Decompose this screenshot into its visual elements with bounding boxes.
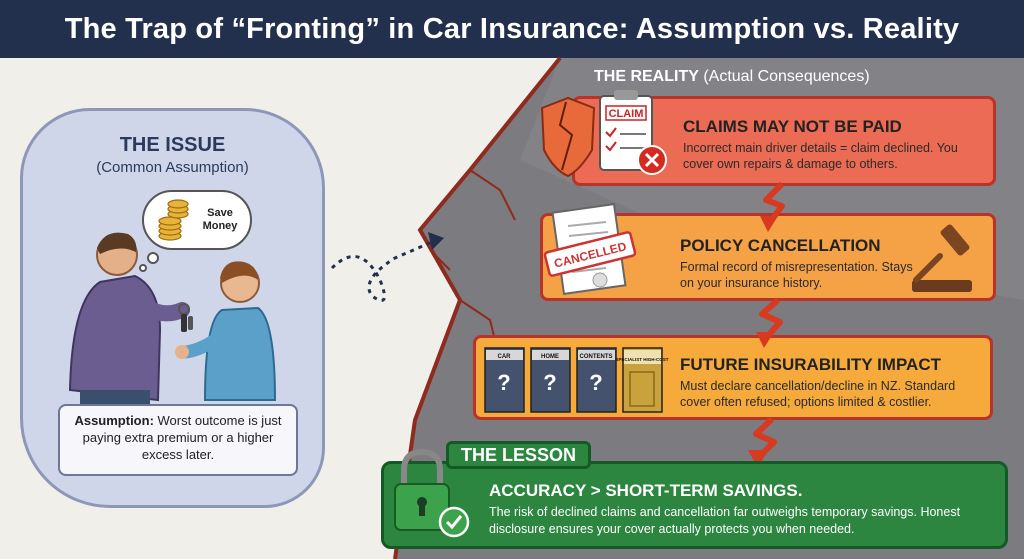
title-bar: The Trap of “Fronting” in Car Insurance:… <box>0 0 1024 58</box>
card-title: FUTURE INSURABILITY IMPACT <box>680 355 941 374</box>
thought-text: Save Money <box>202 207 238 232</box>
card-title: CLAIMS MAY NOT BE PAID <box>683 117 902 136</box>
thought-dot <box>147 252 159 264</box>
assumption-box: Assumption: Worst outcome is just paying… <box>58 404 298 476</box>
card-body: Incorrect main driver details = claim de… <box>683 141 958 171</box>
lesson-tag: THE LESSON <box>446 441 591 469</box>
page-title: The Trap of “Fronting” in Car Insurance:… <box>64 12 960 45</box>
question-mark-icon: ? <box>497 370 510 395</box>
thought-dot <box>139 264 147 272</box>
reality-subtitle: (Actual Consequences) <box>698 68 870 85</box>
claim-badge-text: CLAIM <box>609 108 644 120</box>
card-title: POLICY CANCELLATION <box>680 236 881 255</box>
man-figure <box>68 232 190 404</box>
issue-title: THE ISSUE <box>119 134 226 156</box>
keys-icon <box>178 303 193 332</box>
lesson-body: The risk of declined claims and cancella… <box>489 505 961 536</box>
assumption-text: Worst outcome is just paying extra premi… <box>82 413 282 462</box>
question-mark-icon: ? <box>589 370 602 395</box>
door-label: SPECIALIST HIGH-COST <box>615 357 668 362</box>
assumption-label: Assumption: <box>74 413 154 428</box>
card-body: Formal record of misrepresentation. Stay… <box>680 260 913 290</box>
issue-subtitle: (Common Assumption) <box>96 159 249 176</box>
card-body: Must declare cancellation/decline in NZ.… <box>680 379 956 409</box>
boy-figure <box>175 261 277 401</box>
door-label: CAR <box>498 354 512 360</box>
door-label: CONTENTS <box>580 354 613 360</box>
reality-title: THE REALITY <box>594 68 699 85</box>
question-mark-icon: ? <box>543 370 556 395</box>
door-label: HOME <box>541 354 559 360</box>
lesson-panel <box>381 461 1008 549</box>
lesson-title: ACCURACY > SHORT-TERM SAVINGS. <box>489 481 803 500</box>
reality-header: THE REALITY (Actual Consequences) <box>594 68 870 86</box>
crack-line <box>393 56 562 559</box>
